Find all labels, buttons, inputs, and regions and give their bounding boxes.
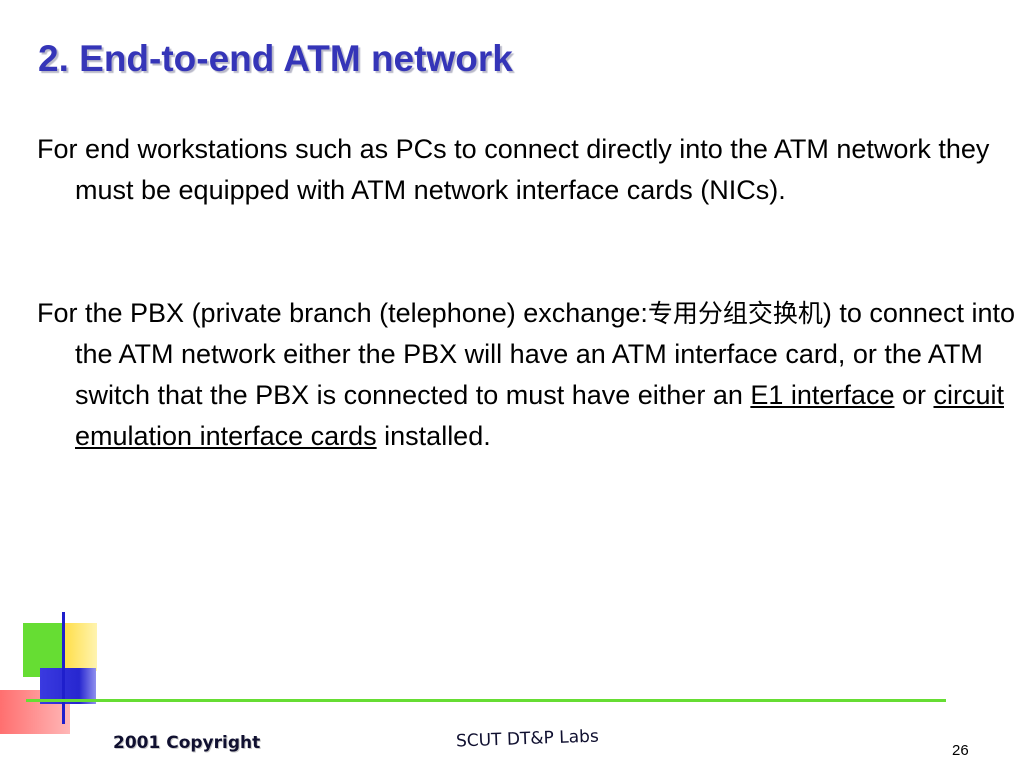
pbx-text-3: or	[894, 380, 934, 410]
pbx-chinese-term: 专用分组交换机	[647, 299, 823, 328]
pbx-text-2: ) to connect into the ATM network either…	[75, 298, 1015, 410]
pbx-text-1: For the PBX (private branch (telephone) …	[37, 298, 648, 328]
footer-lab-name: SCUT DT&P Labs	[455, 726, 600, 752]
page-number: 26	[952, 742, 969, 759]
circuit-emulation-term: circuit emulation interface cards	[75, 380, 1004, 451]
footer-copyright: 2001 Copyright	[113, 733, 261, 753]
paragraph-pbx: For the PBX (private branch (telephone) …	[37, 293, 1024, 457]
decor-yellow-square	[63, 623, 97, 671]
decor-blue-square	[40, 668, 96, 704]
decor-vertical-line	[62, 612, 65, 724]
pbx-text-4: installed.	[376, 421, 491, 451]
slide-title: 2. End-to-end ATM network	[38, 38, 513, 79]
paragraph-nics: For end workstations such as PCs to conn…	[37, 134, 990, 205]
footer-divider-line	[26, 699, 946, 702]
e1-interface-term: E1 interface	[750, 380, 895, 410]
